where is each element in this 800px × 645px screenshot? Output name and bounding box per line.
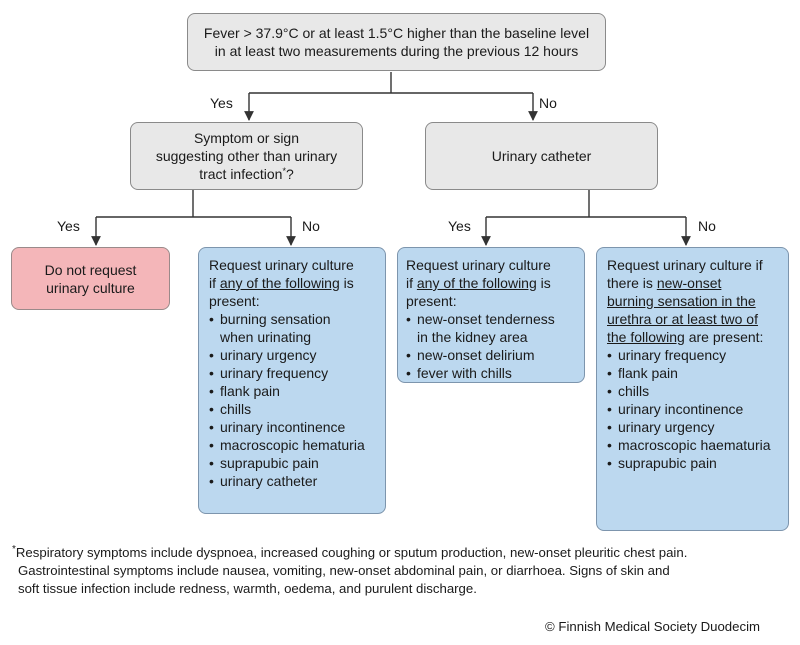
fever-criterion-line2: in at least two measurements during the … bbox=[214, 43, 579, 59]
branch-label-yes: Yes bbox=[448, 218, 471, 234]
list-item: urinary frequency bbox=[607, 346, 788, 364]
footnote: *Respiratory symptoms include dyspnoea, … bbox=[12, 544, 688, 596]
branch-label-no: No bbox=[698, 218, 716, 234]
list-item-continuation: in the kidney area bbox=[417, 329, 528, 345]
list-item: urinary urgency bbox=[209, 346, 385, 364]
urinary-catheter-box: Urinary catheter bbox=[425, 122, 658, 190]
list-item: new-onset tenderness bbox=[406, 310, 584, 328]
criteria-list-b: new-onset tenderness in the kidney area … bbox=[406, 310, 584, 382]
branch-label-no: No bbox=[302, 218, 320, 234]
list-item: flank pain bbox=[209, 382, 385, 400]
list-item: new-onset delirium bbox=[406, 346, 584, 364]
list-item: flank pain bbox=[607, 364, 788, 382]
fever-criterion-line1: Fever > 37.9°C or at least 1.5°C higher … bbox=[203, 25, 590, 41]
list-item: chills bbox=[607, 382, 788, 400]
list-item: urinary urgency bbox=[607, 418, 788, 436]
culture-criteria-box-c: Request urinary culture if there is new-… bbox=[596, 247, 789, 531]
list-item: urinary incontinence bbox=[209, 418, 385, 436]
footnote-marker: * bbox=[282, 166, 286, 176]
list-item: macroscopic haematuria bbox=[607, 436, 788, 454]
culture-criteria-box-b: Request urinary culture if any of the fo… bbox=[397, 247, 585, 383]
list-item: fever with chills bbox=[406, 364, 584, 382]
list-item: chills bbox=[209, 400, 385, 418]
no-culture-box: Do not request urinary culture bbox=[11, 247, 170, 310]
list-item: suprapubic pain bbox=[209, 454, 385, 472]
criteria-list-a: burning sensation when urinating urinary… bbox=[209, 310, 385, 490]
culture-criteria-box-a: Request urinary culture if any of the fo… bbox=[198, 247, 386, 514]
fever-criterion-box: Fever > 37.9°C or at least 1.5°C higher … bbox=[187, 13, 606, 71]
branch-label-yes: Yes bbox=[210, 95, 233, 111]
list-item: urinary frequency bbox=[209, 364, 385, 382]
list-item: burning sensation bbox=[209, 310, 385, 328]
list-item: macroscopic hematuria bbox=[209, 436, 385, 454]
list-item: urinary incontinence bbox=[607, 400, 788, 418]
list-item: suprapubic pain bbox=[607, 454, 788, 472]
symptom-question-box: Symptom or sign suggesting other than ur… bbox=[130, 122, 363, 190]
criteria-list-c: urinary frequency flank pain chills urin… bbox=[607, 346, 788, 472]
list-item-continuation: when urinating bbox=[220, 329, 312, 345]
branch-label-yes: Yes bbox=[57, 218, 80, 234]
copyright-notice: © Finnish Medical Society Duodecim bbox=[545, 619, 760, 634]
footnote-star: * bbox=[12, 544, 16, 555]
list-item: urinary catheter bbox=[209, 472, 385, 490]
branch-label-no: No bbox=[539, 95, 557, 111]
